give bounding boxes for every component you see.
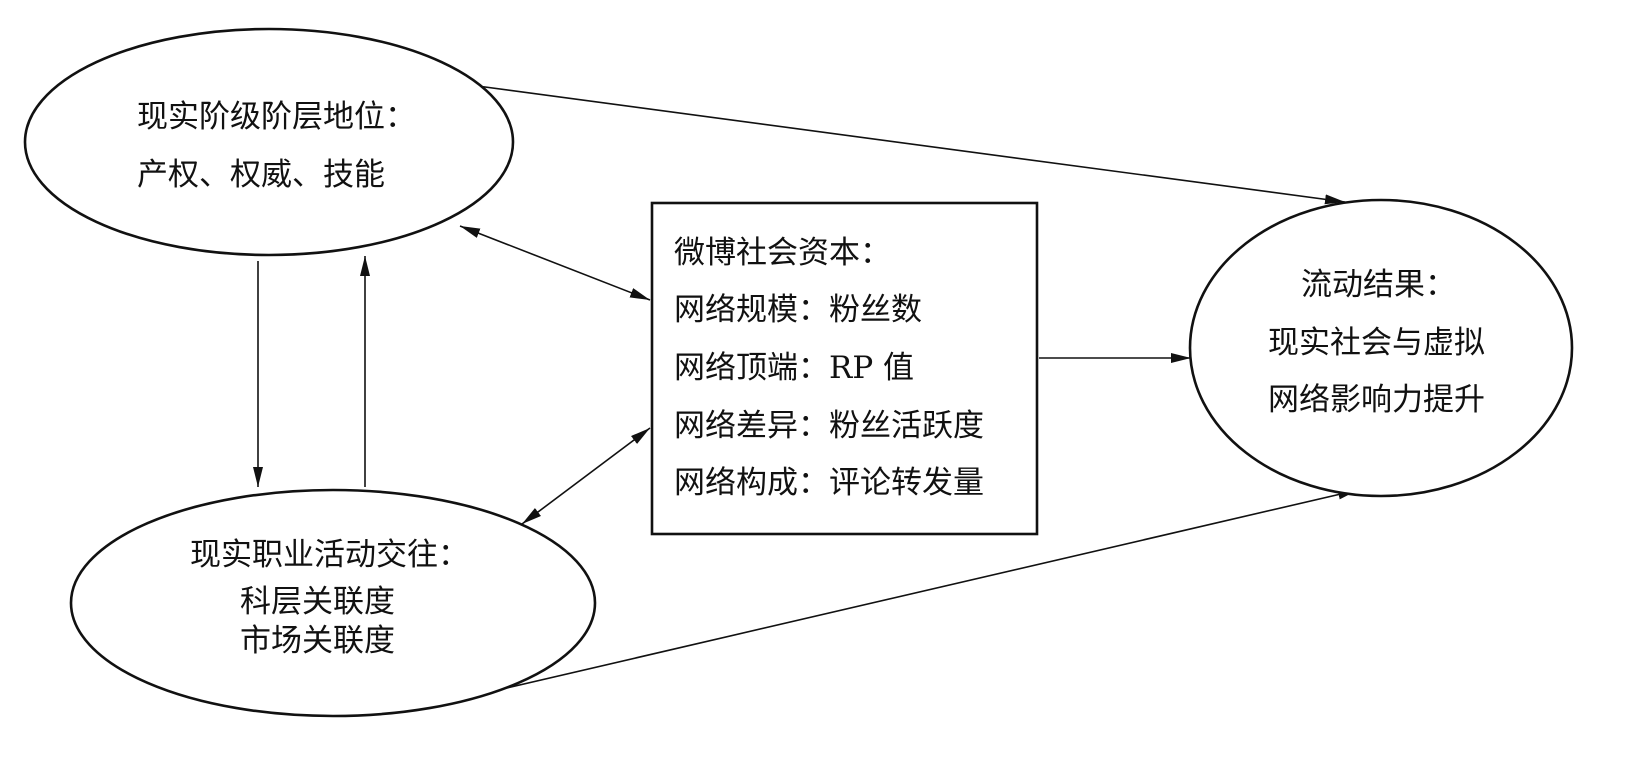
edge-occupation-weibo-capital [521, 427, 651, 525]
mobility-result-line-1: 流动结果： [1301, 267, 1456, 303]
mobility-result-ellipse [1188, 198, 1574, 498]
node-mobility-result: 流动结果： 现实社会与虚拟 网络影响力提升 [1188, 198, 1574, 498]
occupation-line-3: 市场关联度 [240, 623, 395, 659]
edge-class-status-weibo-capital [459, 225, 651, 301]
node-weibo-capital: 微博社会资本： 网络规模：粉丝数 网络顶端：RP 值 网络差异：粉丝活跃度 网络… [650, 201, 1039, 536]
weibo-capital-line-1: 微博社会资本： [674, 235, 891, 271]
weibo-capital-box [650, 201, 1039, 536]
class-status-line-1: 现实阶级阶层地位： [137, 99, 416, 135]
occupation-line-1: 现实职业活动交往： [190, 537, 469, 573]
weibo-capital-line-5: 网络构成：评论转发量 [674, 465, 984, 501]
edges [253, 84, 1359, 694]
weibo-capital-line-3: 网络顶端：RP 值 [674, 350, 914, 386]
class-status-line-2: 产权、权威、技能 [137, 157, 385, 193]
edge-class-status-to-mobility-result [469, 84, 1346, 205]
weibo-capital-line-4: 网络差异：粉丝活跃度 [674, 408, 984, 444]
node-class-status: 现实阶级阶层地位： 产权、权威、技能 [23, 27, 515, 257]
mobility-result-line-2: 现实社会与虚拟 [1268, 325, 1485, 361]
class-status-ellipse [23, 27, 515, 257]
weibo-capital-line-2: 网络规模：粉丝数 [674, 292, 922, 328]
node-occupation: 现实职业活动交往： 科层关联度 市场关联度 [69, 488, 597, 718]
mobility-result-line-3: 网络影响力提升 [1268, 382, 1485, 418]
occupation-line-2: 科层关联度 [240, 584, 395, 620]
edge-occupation-to-mobility-result [484, 489, 1359, 694]
occupation-ellipse [69, 488, 597, 718]
